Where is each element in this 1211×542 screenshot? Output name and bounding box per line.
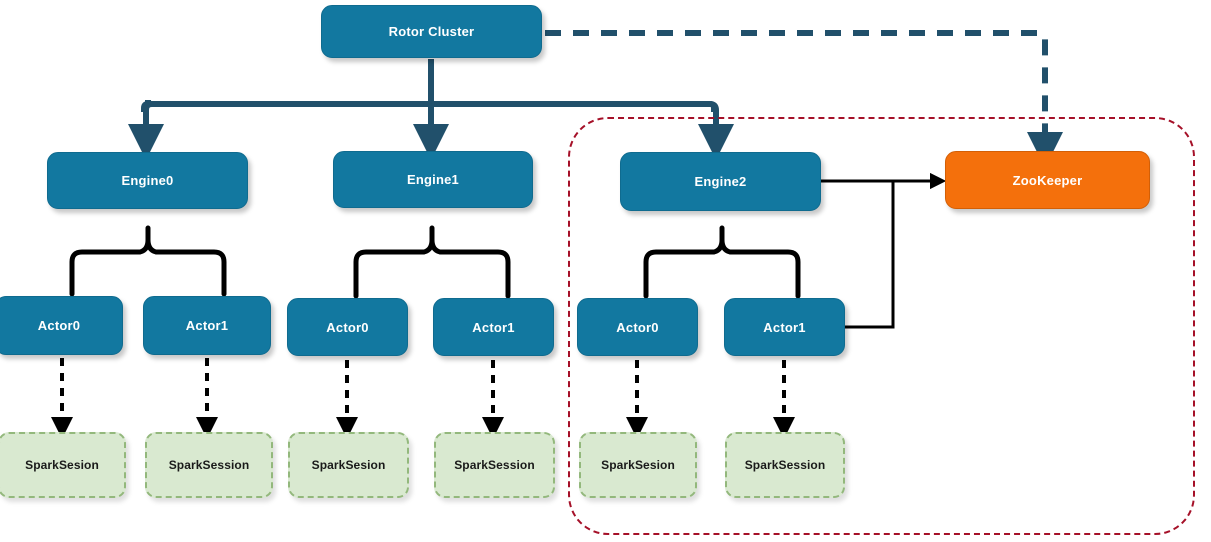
node-label: Actor1 (763, 319, 806, 335)
node-label: Engine1 (407, 172, 459, 187)
node-label: Actor0 (616, 319, 659, 335)
node-label: SparkSession (744, 458, 826, 472)
node-actor-engine2-1[interactable]: Actor1 (724, 298, 845, 356)
node-label: Engine0 (121, 173, 174, 188)
arrow-actor-zookeeper (840, 181, 895, 329)
node-label: SparkSesion (311, 458, 386, 472)
dashed-arrows-actor-session (51, 358, 795, 439)
node-engine-2[interactable]: Engine2 (620, 152, 821, 211)
node-label: SparkSession (454, 458, 535, 472)
brace-engine2 (643, 225, 801, 299)
node-sparksession-3[interactable]: SparkSession (434, 432, 555, 498)
node-sparksession-0[interactable]: SparkSesion (0, 432, 126, 498)
node-actor-engine1-1[interactable]: Actor1 (433, 298, 554, 356)
node-actor-engine1-0[interactable]: Actor0 (287, 298, 408, 356)
brace-engine0 (69, 225, 227, 297)
node-sparksession-5[interactable]: SparkSession (725, 432, 845, 498)
node-label: Actor1 (472, 319, 515, 335)
node-sparksession-4[interactable]: SparkSesion (579, 432, 697, 498)
node-zookeeper[interactable]: ZooKeeper (945, 151, 1150, 209)
node-actor-engine0-1[interactable]: Actor1 (143, 296, 271, 355)
node-label: SparkSession (168, 458, 250, 472)
node-label: SparkSesion (25, 458, 99, 472)
node-label: ZooKeeper (1012, 172, 1083, 188)
node-actor-engine2-0[interactable]: Actor0 (577, 298, 698, 356)
node-label: Rotor Cluster (388, 24, 475, 39)
node-sparksession-2[interactable]: SparkSesion (288, 432, 409, 498)
node-actor-engine0-0[interactable]: Actor0 (0, 296, 123, 355)
node-label: SparkSesion (601, 458, 675, 472)
node-label: Actor0 (37, 318, 81, 333)
brace-engine1 (353, 225, 511, 299)
node-sparksession-1[interactable]: SparkSession (145, 432, 273, 498)
node-engine-0[interactable]: Engine0 (47, 152, 248, 209)
dashed-link-cluster-zookeeper (545, 30, 1048, 148)
node-label: Engine2 (694, 174, 747, 189)
node-engine-1[interactable]: Engine1 (333, 151, 533, 208)
node-rotor-cluster[interactable]: Rotor Cluster (321, 5, 542, 58)
node-label: Actor0 (326, 319, 369, 335)
node-label: Actor1 (185, 318, 229, 333)
